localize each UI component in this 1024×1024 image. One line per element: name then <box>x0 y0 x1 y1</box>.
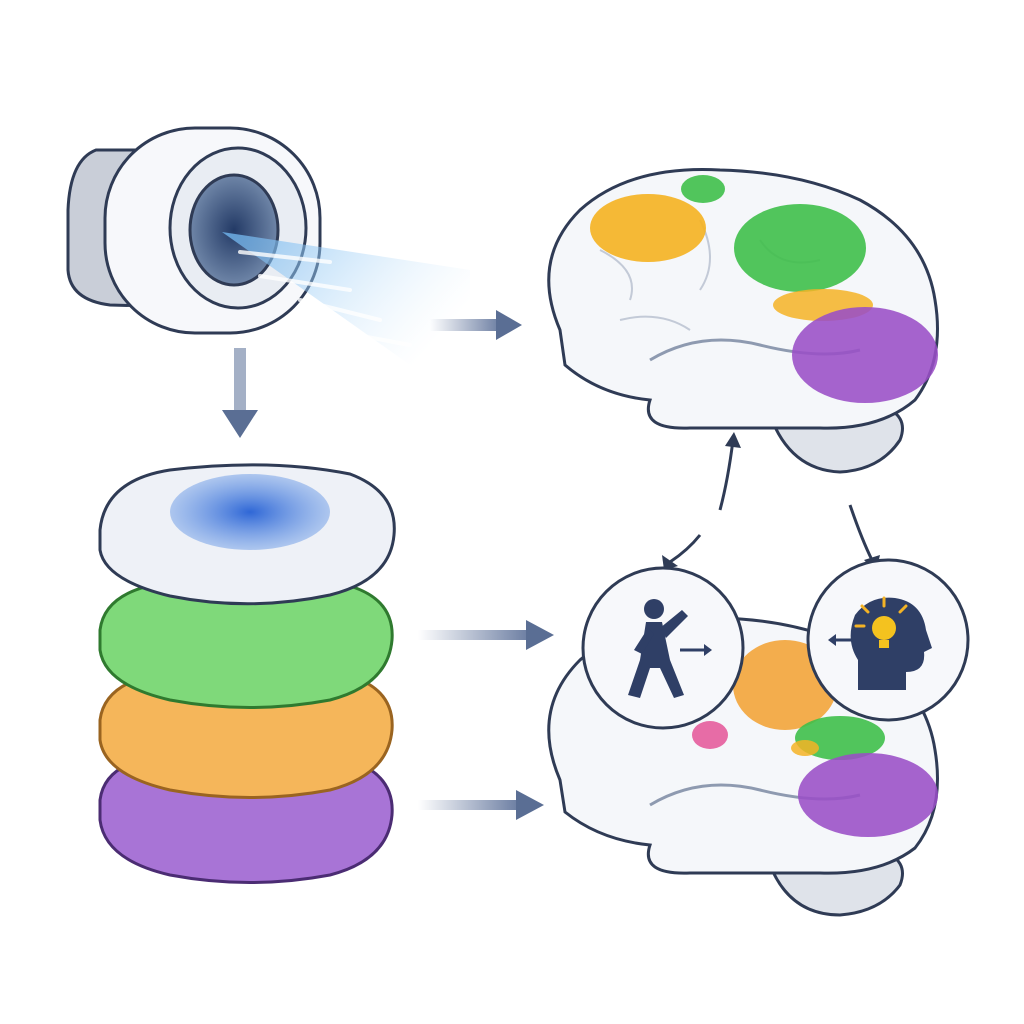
mri-scanner <box>66 126 322 335</box>
walking-person-icon <box>628 599 712 698</box>
scan-beam <box>222 232 470 372</box>
arrow-bubble-to-brain <box>718 432 741 511</box>
arrow-layers-to-brain-lower <box>418 790 544 820</box>
arrow-brain-to-motor <box>662 534 702 570</box>
head-lightbulb-icon <box>828 596 932 690</box>
brain-layer-stack <box>98 463 396 884</box>
layer-blue <box>98 463 396 606</box>
arrow-to-top-brain <box>430 310 522 340</box>
activated-brain-top <box>547 168 939 474</box>
motor-function-bubble <box>581 566 745 730</box>
cognition-bubble <box>806 558 970 722</box>
arrow-layers-to-brain-upper <box>418 620 554 650</box>
arrow-to-layers <box>222 348 258 438</box>
